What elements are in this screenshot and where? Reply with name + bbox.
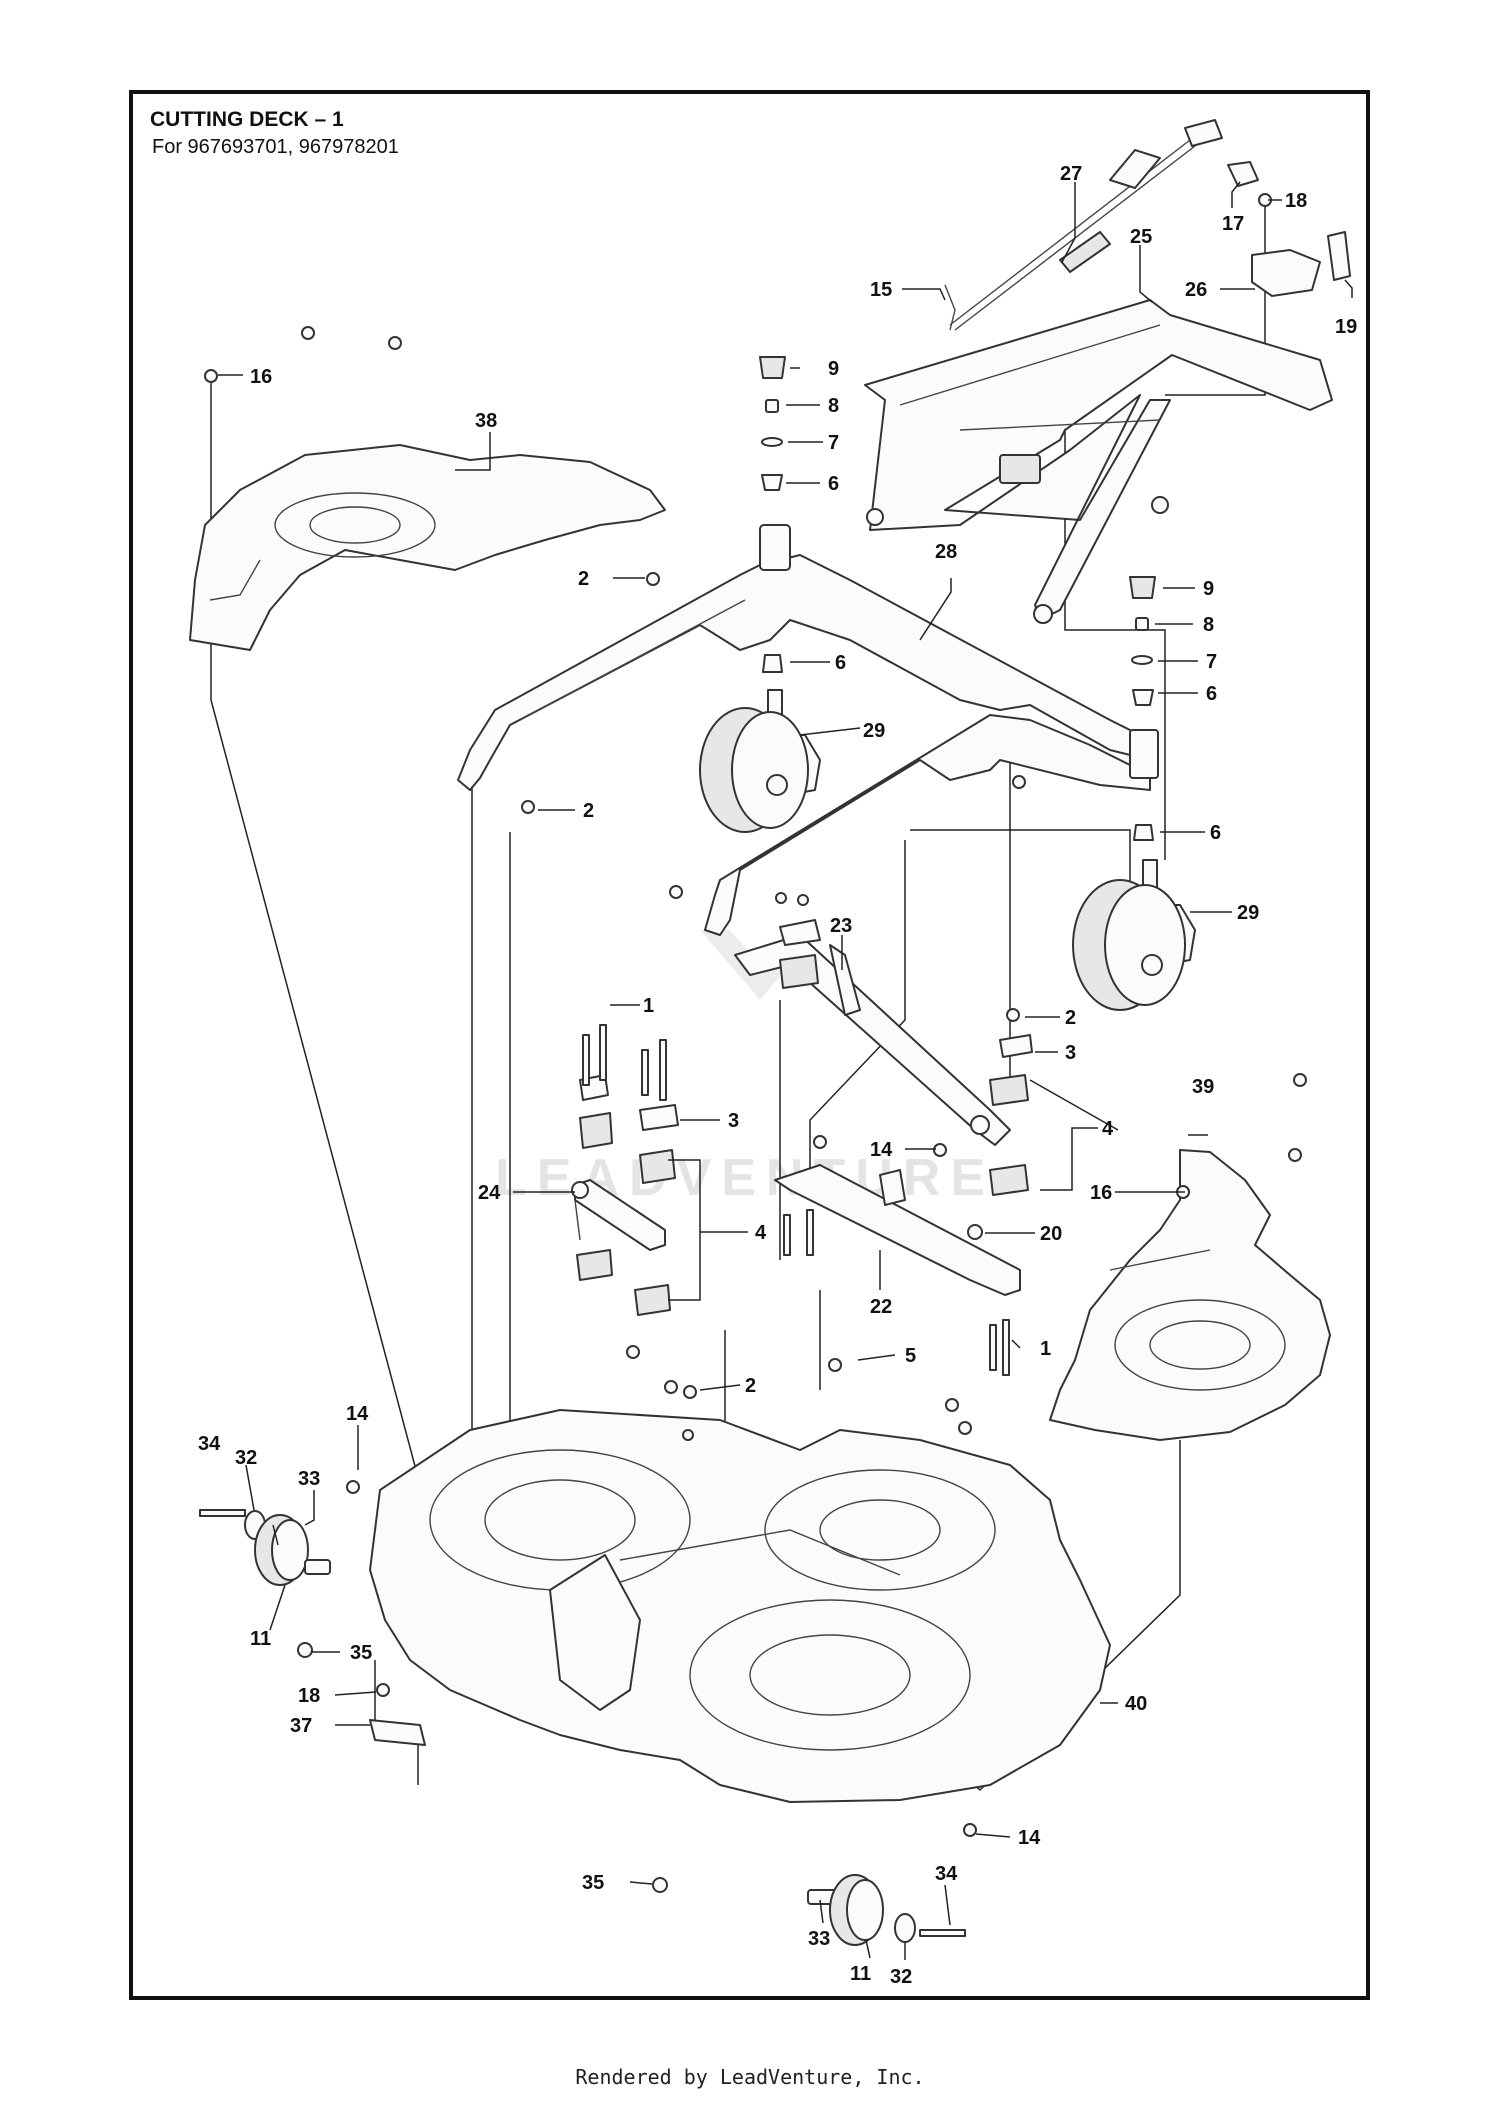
- callout-18: 18: [1285, 190, 1307, 212]
- callout-19: 19: [1335, 316, 1357, 338]
- callout-8: 8: [828, 395, 839, 417]
- callout-15: 15: [870, 279, 892, 301]
- callout-6: 6: [1210, 822, 1221, 844]
- caster-wheel-right: [1072, 859, 1196, 1011]
- callout-35: 35: [582, 1872, 604, 1894]
- callout-leaders: [218, 181, 1353, 1960]
- callout-16: 16: [1090, 1182, 1112, 1204]
- callout-32: 32: [890, 1966, 912, 1988]
- hanger-bracket-22: [774, 1164, 1021, 1296]
- callout-4: 4: [755, 1222, 767, 1244]
- caster-wheel-left: [699, 689, 821, 833]
- callout-34: 34: [198, 1433, 221, 1455]
- callout-11: 11: [850, 1963, 871, 1985]
- callout-38: 38: [475, 410, 497, 432]
- gauge-wheel-left: [199, 1509, 426, 1746]
- control-rod-assembly: [944, 119, 1351, 331]
- bushing-stack-right: [1129, 576, 1159, 841]
- belt-cover-left: [189, 444, 666, 651]
- callout-2: 2: [1065, 1007, 1076, 1029]
- callout-6: 6: [828, 473, 839, 495]
- callout-labels: 27 17 18 25 15 26 19 9 8 7 6 16 38 2 28 …: [198, 163, 1357, 1988]
- callout-22: 22: [870, 1296, 892, 1318]
- callout-39: 39: [1192, 1076, 1214, 1098]
- callout-35: 35: [350, 1642, 372, 1664]
- footer-credit: Rendered by LeadVenture, Inc.: [575, 2065, 925, 2089]
- callout-3: 3: [728, 1110, 739, 1132]
- callout-33: 33: [808, 1928, 830, 1950]
- bolts-1: [582, 1024, 1010, 1376]
- callout-29: 29: [1237, 902, 1259, 924]
- diagram-subtitle: For 967693701, 967978201: [152, 136, 399, 158]
- callout-26: 26: [1185, 279, 1207, 301]
- callout-20: 20: [1040, 1223, 1062, 1245]
- diagram-frame: [129, 90, 1370, 2000]
- callout-6: 6: [835, 652, 846, 674]
- callout-29: 29: [863, 720, 885, 742]
- diagram-title: CUTTING DECK – 1: [150, 108, 344, 131]
- callout-2: 2: [578, 568, 589, 590]
- callout-6: 6: [1206, 683, 1217, 705]
- callout-17: 17: [1222, 213, 1244, 235]
- callout-16: 16: [250, 366, 272, 388]
- pillow-blocks: [576, 919, 1033, 1316]
- lift-shaft-23: [734, 934, 1011, 1146]
- cutting-deck-shell: [369, 1409, 1111, 1803]
- callout-2: 2: [583, 800, 594, 822]
- callout-4: 4: [1102, 1118, 1114, 1140]
- callout-40: 40: [1125, 1693, 1147, 1715]
- callout-34: 34: [935, 1863, 958, 1885]
- bushing-stack-left: [759, 356, 786, 673]
- callout-14: 14: [870, 1139, 893, 1161]
- callout-37: 37: [290, 1715, 312, 1737]
- callout-14: 14: [1018, 1827, 1041, 1849]
- callout-9: 9: [828, 358, 839, 380]
- callout-11: 11: [250, 1628, 271, 1650]
- belt-cover-right: [1049, 1149, 1331, 1441]
- deck-bracket-28: [457, 524, 1151, 791]
- deck-lift-frame: [864, 299, 1333, 624]
- callout-1: 1: [643, 995, 654, 1017]
- callout-27: 27: [1060, 163, 1082, 185]
- callout-7: 7: [1206, 651, 1217, 673]
- fasteners: [204, 193, 1307, 1494]
- callout-3: 3: [1065, 1042, 1076, 1064]
- callout-7: 7: [828, 432, 839, 454]
- callout-1: 1: [1040, 1338, 1051, 1360]
- callout-14: 14: [346, 1403, 369, 1425]
- callout-24: 24: [478, 1182, 501, 1204]
- callout-25: 25: [1130, 226, 1152, 248]
- callout-8: 8: [1203, 614, 1214, 636]
- callout-32: 32: [235, 1447, 257, 1469]
- deck-bracket-lower: [704, 714, 1151, 936]
- callout-18: 18: [298, 1685, 320, 1707]
- callout-9: 9: [1203, 578, 1214, 600]
- callout-2: 2: [745, 1375, 756, 1397]
- callout-28: 28: [935, 541, 957, 563]
- callout-5: 5: [905, 1345, 916, 1367]
- callout-33: 33: [298, 1468, 320, 1490]
- lift-shaft-24: [571, 1179, 666, 1251]
- watermark-text: LEADVENTURE: [495, 1149, 995, 1207]
- callout-23: 23: [830, 915, 852, 937]
- gauge-wheel-right: [652, 1823, 977, 1946]
